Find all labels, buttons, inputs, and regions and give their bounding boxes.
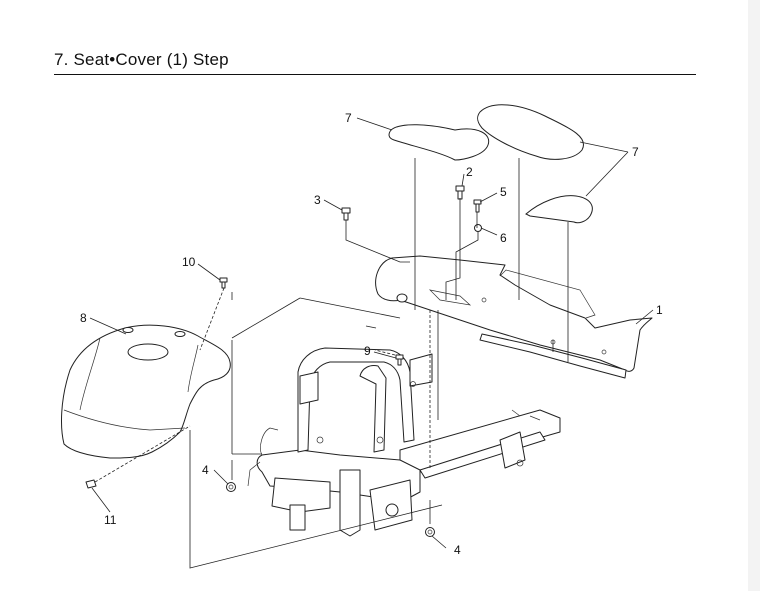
screw-10 xyxy=(219,277,228,289)
nut-4-right xyxy=(425,527,435,537)
assembly-lines xyxy=(94,158,569,569)
callout-3: 3 xyxy=(314,193,321,207)
callout-4-right: 4 xyxy=(454,543,461,557)
title-divider xyxy=(54,74,696,75)
page-edge-strip xyxy=(748,0,760,591)
nut-4-left xyxy=(226,482,236,492)
callout-1: 1 xyxy=(656,303,663,317)
step-cover xyxy=(375,255,653,379)
callout-7-right: 7 xyxy=(632,145,639,159)
callout-9: 9 xyxy=(364,344,371,358)
callout-8: 8 xyxy=(80,311,87,325)
callout-7-left: 7 xyxy=(345,111,352,125)
callout-2: 2 xyxy=(466,165,473,179)
callout-6: 6 xyxy=(500,231,507,245)
seat-pad-right xyxy=(525,195,593,224)
callout-10: 10 xyxy=(182,255,196,269)
clip-11 xyxy=(85,479,97,489)
callout-11: 11 xyxy=(104,513,117,527)
bolt-9 xyxy=(395,354,404,366)
section-title: 7. Seat•Cover (1) Step xyxy=(54,50,229,69)
bolt-5 xyxy=(473,199,482,213)
bolt-2 xyxy=(455,185,465,200)
tank-cover xyxy=(61,324,231,459)
callout-5: 5 xyxy=(500,185,507,199)
washer-6 xyxy=(474,224,482,232)
main-frame xyxy=(247,347,561,537)
bolt-3 xyxy=(341,207,351,221)
leader-lines xyxy=(89,117,654,549)
seat-pad-small xyxy=(388,124,490,161)
seat-pad-large xyxy=(477,104,584,160)
callout-4-left: 4 xyxy=(202,463,209,477)
callout-labels: 7 7 2 3 5 6 1 10 8 9 4 4 11 xyxy=(80,111,663,557)
